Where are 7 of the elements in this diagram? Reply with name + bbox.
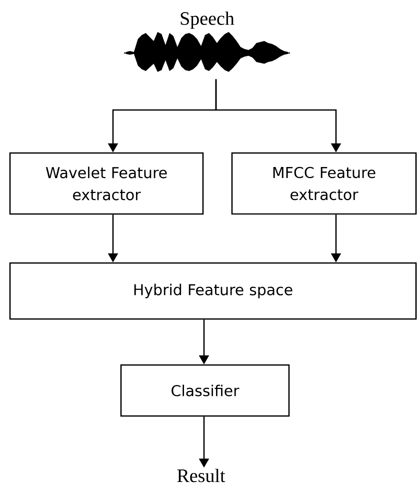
result-label: Result bbox=[177, 468, 226, 482]
process-box: Hybrid Feature space bbox=[9, 262, 417, 320]
process-box: Wavelet Feature extractor bbox=[9, 152, 204, 215]
speech-label: Speech bbox=[180, 12, 234, 29]
waveform-drawing bbox=[124, 32, 290, 72]
process-box: Classifier bbox=[120, 364, 290, 417]
process-box: MFCC Feature extractor bbox=[231, 152, 417, 215]
